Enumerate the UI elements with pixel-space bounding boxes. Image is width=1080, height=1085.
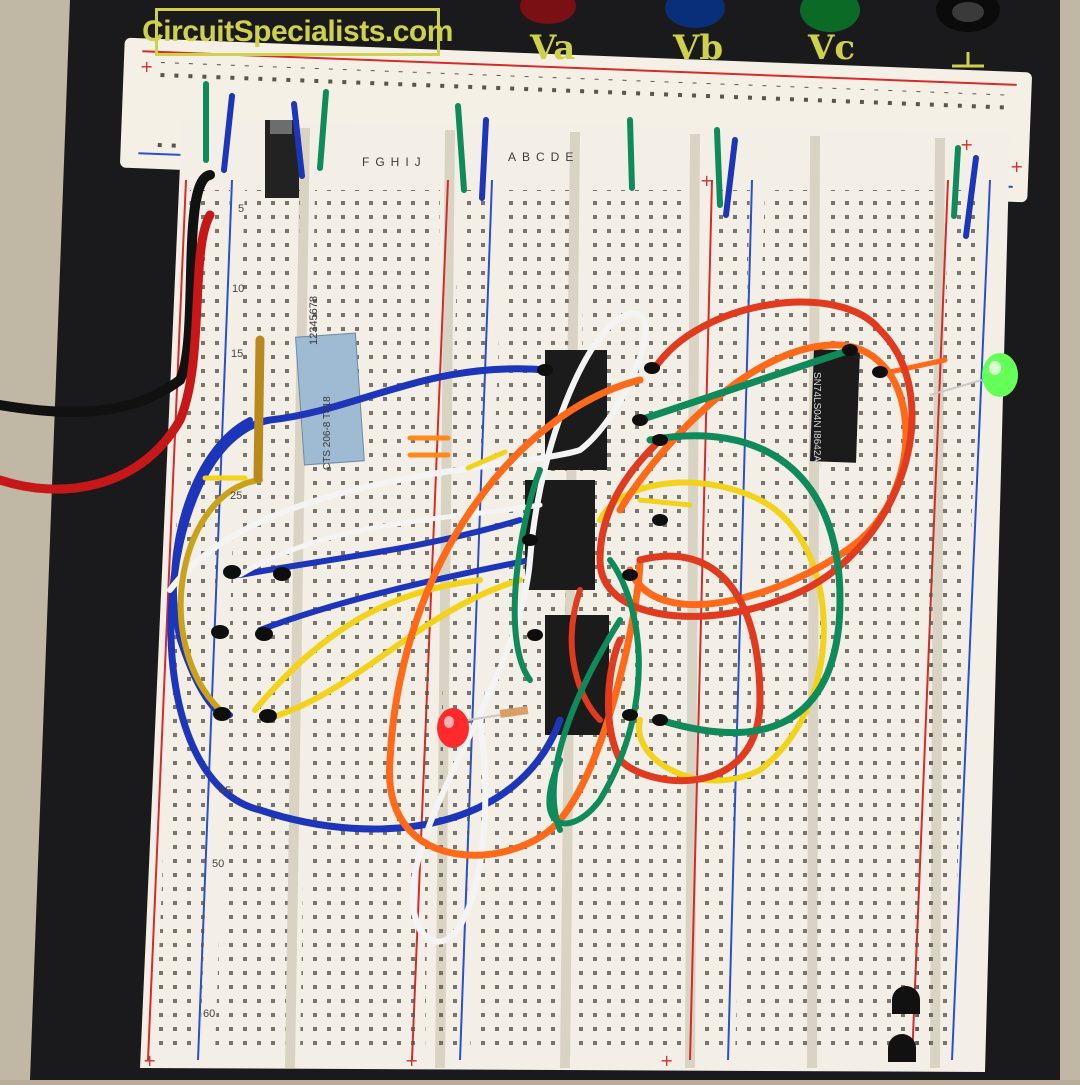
column-header-abcde: ABCDE <box>508 150 580 164</box>
post-label-va: Va <box>530 28 576 68</box>
column-header-fghij: FGHIJ <box>362 155 427 169</box>
svg-text:+: + <box>960 135 973 154</box>
svg-text:+: + <box>405 1051 418 1070</box>
dip-switch-label: CTS 206-8 T418 <box>322 396 333 470</box>
plus-marks: + + + + + + + <box>140 57 1023 1070</box>
binding-posts <box>520 0 1000 32</box>
svg-text:+: + <box>143 1051 156 1070</box>
dip-switch-numbers: 12345678 <box>308 296 320 345</box>
jumper-wires[interactable] <box>0 81 979 945</box>
ic-chips <box>265 120 860 735</box>
wire-connectors <box>211 344 888 726</box>
svg-text:+: + <box>140 57 153 76</box>
green-led <box>929 353 1018 397</box>
svg-text:+: + <box>660 1051 673 1070</box>
red-led <box>437 706 529 748</box>
capacitor <box>253 335 265 483</box>
svg-text:+: + <box>1010 157 1023 176</box>
brand-label: CircuitSpecialists.com <box>142 8 453 56</box>
transistors <box>888 986 920 1062</box>
post-label-vc: Vc <box>808 28 856 68</box>
post-label-vb: Vb <box>673 28 724 68</box>
svg-text:+: + <box>700 171 713 190</box>
ic-label-right: SN74LS04N I8642AE <box>811 372 822 469</box>
